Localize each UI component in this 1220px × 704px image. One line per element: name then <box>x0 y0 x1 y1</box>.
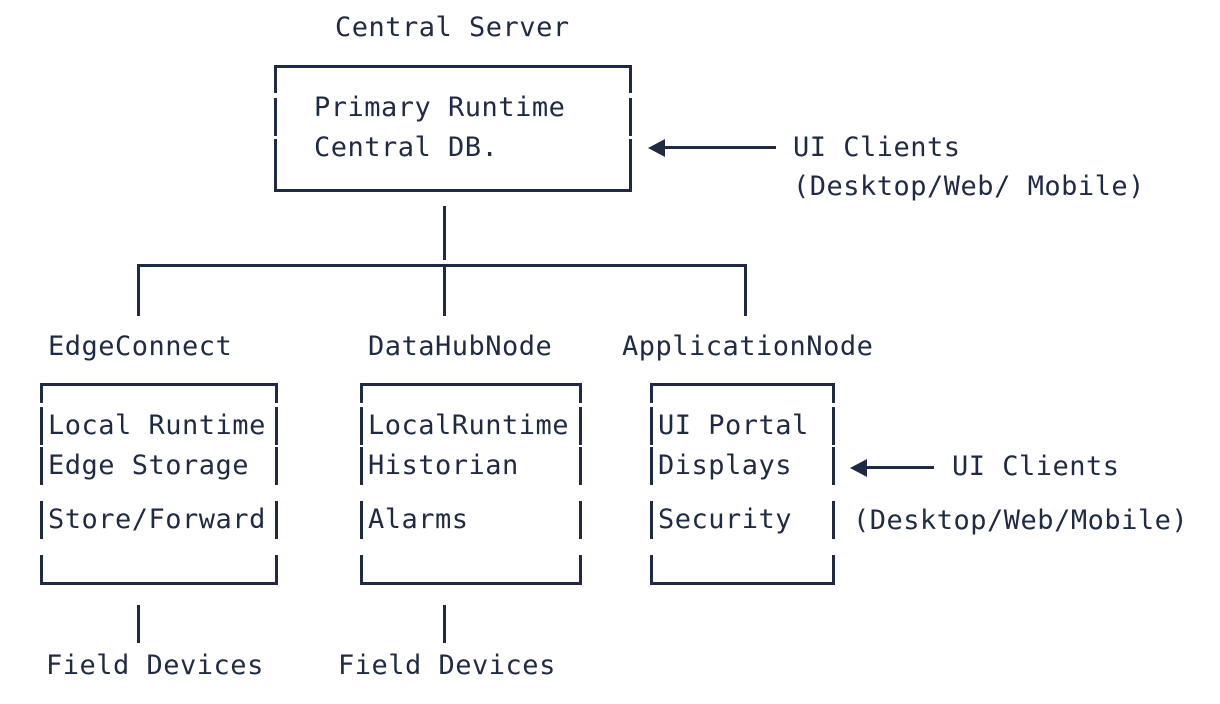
box-border-right <box>579 447 582 485</box>
box-border-right <box>629 98 632 136</box>
box-border-top <box>274 65 632 68</box>
node-label-applicationnode: ApplicationNode <box>622 331 874 362</box>
datahubnode-child-label: Field Devices <box>338 650 556 681</box>
box-border-right <box>579 555 582 585</box>
node-annotation-line-1: UI Clients <box>952 451 1120 482</box>
box-border-right <box>579 383 582 403</box>
datahubnode-line-2: Historian <box>368 450 519 481</box>
box-border-left <box>40 447 43 485</box>
box-border-right <box>832 501 835 539</box>
central-box-line-2: Central DB. <box>314 132 499 163</box>
tree-bus <box>137 264 747 267</box>
box-border-left <box>40 407 43 445</box>
box-border-left <box>40 383 43 403</box>
box-border-top <box>360 383 582 386</box>
box-border-top <box>650 383 835 386</box>
edgeconnect-box <box>40 383 278 585</box>
node-annotation-line-2: (Desktop/Web/Mobile) <box>853 505 1189 536</box>
datahubnode-line-4: Alarms <box>368 504 469 535</box>
box-border-bottom <box>360 582 582 585</box>
datahubnode-child-connector <box>443 605 446 643</box>
box-border-bottom <box>274 189 632 192</box>
box-border-left <box>650 383 653 403</box>
box-border-left <box>650 555 653 585</box>
node-label-datahubnode: DataHubNode <box>368 331 553 362</box>
box-border-bottom <box>40 582 278 585</box>
box-border-right <box>832 447 835 485</box>
box-border-right <box>275 501 278 539</box>
diagram-title: Central Server <box>335 12 570 43</box>
box-border-left <box>274 139 277 192</box>
box-border-right <box>629 65 632 93</box>
tree-drop-edgeconnect <box>137 264 140 316</box>
box-border-right <box>832 407 835 445</box>
box-border-right <box>579 407 582 445</box>
applicationnode-box <box>650 383 835 585</box>
edgeconnect-child-label: Field Devices <box>46 650 264 681</box>
box-border-right <box>275 555 278 585</box>
box-border-left <box>360 407 363 445</box>
box-border-right <box>832 555 835 585</box>
box-border-left <box>40 555 43 585</box>
box-border-bottom <box>650 582 835 585</box>
box-border-left <box>40 501 43 539</box>
tree-drop-datahubnode <box>443 264 446 316</box>
applicationnode-line-2: Displays <box>658 450 793 481</box>
box-border-left <box>360 501 363 539</box>
datahubnode-box <box>360 383 582 585</box>
box-border-right <box>629 139 632 192</box>
node-label-edgeconnect: EdgeConnect <box>48 331 233 362</box>
central-annotation-line-2: (Desktop/Web/ Mobile) <box>793 171 1145 202</box>
box-border-top <box>40 383 278 386</box>
box-border-right <box>832 383 835 403</box>
central-server-box <box>274 65 632 192</box>
box-border-right <box>579 501 582 539</box>
box-border-left <box>360 383 363 403</box>
box-border-right <box>275 447 278 485</box>
central-annotation-line-1: UI Clients <box>793 132 961 163</box>
node-annotation-arrow-head <box>850 459 867 477</box>
tree-trunk <box>443 206 446 260</box>
edgeconnect-line-2: Edge Storage <box>48 450 250 481</box>
box-border-right <box>275 383 278 403</box>
applicationnode-line-1: UI Portal <box>658 410 809 441</box>
box-border-left <box>274 65 277 93</box>
box-border-left <box>274 98 277 136</box>
box-border-left <box>360 447 363 485</box>
node-annotation-arrow-line <box>866 466 934 469</box>
central-annotation-arrow-line <box>664 146 776 149</box>
tree-drop-applicationnode <box>744 264 747 316</box>
central-box-line-1: Primary Runtime <box>314 92 566 123</box>
box-border-left <box>360 555 363 585</box>
box-border-left <box>650 447 653 485</box>
datahubnode-line-1: LocalRuntime <box>368 410 570 441</box>
central-annotation-arrow-head <box>648 139 665 157</box>
box-border-right <box>275 407 278 445</box>
box-border-left <box>650 501 653 539</box>
edgeconnect-line-4: Store/Forward <box>48 504 266 535</box>
edgeconnect-child-connector <box>137 605 140 643</box>
edgeconnect-line-1: Local Runtime <box>48 410 266 441</box>
applicationnode-line-4: Security <box>658 504 793 535</box>
box-border-left <box>650 407 653 445</box>
